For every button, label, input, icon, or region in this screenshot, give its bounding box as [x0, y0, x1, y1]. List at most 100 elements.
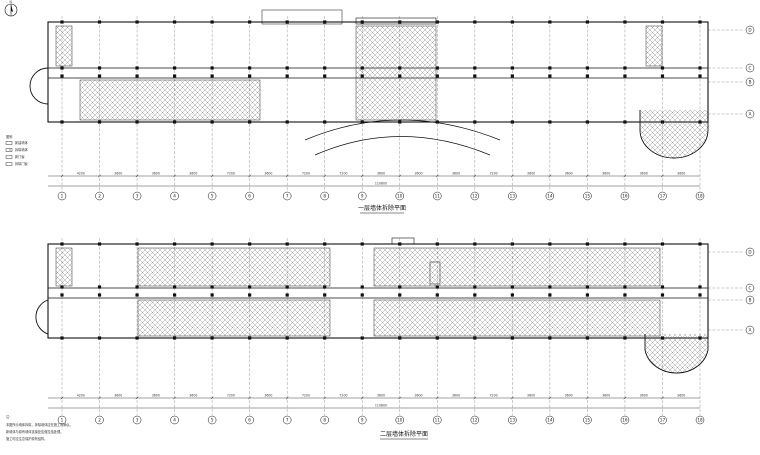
structural-column: [172, 285, 177, 289]
structural-column: [248, 66, 252, 70]
structural-column: [97, 66, 102, 70]
axis-label: 18: [697, 418, 703, 423]
dimension-value: 3600: [264, 394, 272, 398]
structural-column: [585, 285, 590, 289]
structural-column: [248, 242, 252, 246]
axis-label: 3: [136, 418, 139, 423]
structural-column: [97, 120, 102, 124]
dimension-value: 3600: [602, 172, 610, 176]
structural-column: [323, 74, 327, 78]
axis-label: 10: [397, 418, 403, 423]
structural-column: [473, 293, 477, 297]
axis-bubble: [132, 191, 142, 201]
structural-column: [60, 120, 64, 124]
dimension-value: 3600: [264, 172, 272, 176]
row-axis-label: D: [748, 28, 751, 33]
dimension-value: 3600: [189, 172, 197, 176]
structural-column: [435, 285, 439, 289]
axis-bubble: [470, 191, 480, 201]
plan2-title: 二层墙体拆除平面: [380, 430, 428, 438]
structural-column: [698, 285, 702, 289]
structural-column: [435, 74, 439, 78]
row-axis-label: C: [749, 66, 752, 71]
structural-column: [285, 293, 289, 297]
plan2-hatch-zone: [55, 247, 73, 287]
structural-column: [510, 74, 514, 78]
axis-label: 8: [323, 194, 326, 199]
axis-bubble: [583, 191, 592, 201]
structural-column: [97, 285, 102, 289]
axis-bubble: [245, 415, 254, 425]
dimension-value: 3600: [414, 172, 422, 176]
row-axis-label: B: [749, 80, 752, 85]
axis-bubble: [620, 191, 630, 201]
structural-column: [360, 66, 364, 70]
structural-column: [210, 242, 214, 246]
structural-column: [97, 20, 102, 24]
axis-bubble: [357, 415, 367, 425]
dimension-value: 4200: [77, 394, 85, 398]
structural-column: [623, 242, 627, 246]
row-axis-bubble: [745, 77, 755, 87]
structural-column: [210, 120, 214, 124]
structural-column: [135, 242, 139, 246]
axis-label: 15: [585, 194, 591, 199]
dimension-value: 3600: [152, 394, 160, 398]
axis-bubble: [282, 415, 292, 425]
axis-label: 4: [173, 194, 176, 199]
structural-column: [510, 293, 514, 297]
structural-column: [510, 120, 514, 124]
structural-column: [398, 66, 402, 70]
structural-column: [585, 293, 590, 297]
structural-column: [398, 242, 402, 246]
row-axis-label: A: [749, 112, 752, 117]
axis-label: 17: [660, 418, 666, 423]
structural-column: [97, 242, 102, 246]
structural-column: [323, 285, 327, 289]
legend-title: 图例: [6, 134, 12, 139]
dimension-value: 3600: [565, 172, 573, 176]
north-arrow-icon: [4, 3, 18, 17]
total-dimension: 110800: [375, 182, 387, 186]
structural-column: [285, 66, 289, 70]
axis-label: 17: [660, 194, 666, 199]
dimension-value: 3600: [527, 172, 535, 176]
axis-bubble: [658, 191, 667, 201]
axis-label: 14: [547, 194, 553, 199]
structural-column: [660, 74, 665, 78]
plan2-hatch-zone: [373, 299, 661, 337]
structural-column: [210, 293, 214, 297]
plan-first-floor: [29, 9, 709, 159]
dimension-value: 7200: [490, 172, 498, 176]
structural-column: [172, 66, 177, 70]
axis-bubble: [620, 415, 630, 425]
axis-label: 9: [361, 418, 364, 423]
structural-column: [97, 293, 102, 297]
axis-label: 3: [136, 194, 139, 199]
axis-label: 1: [61, 418, 64, 423]
structural-column: [398, 74, 402, 78]
north-label: N: [10, 0, 13, 4]
dimension-value: 3600: [114, 394, 122, 398]
structural-column: [623, 66, 627, 70]
dimension-value: 7200: [227, 394, 235, 398]
structural-column: [360, 336, 364, 340]
dimension-value: 7200: [227, 172, 235, 176]
legend-swatch: [5, 162, 13, 166]
axis-label: 1: [61, 194, 64, 199]
axis-bubble: [695, 191, 705, 201]
structural-column: [623, 336, 627, 340]
plan1-building-outline: [47, 21, 709, 123]
dimension-value: 7200: [339, 394, 347, 398]
plan2-building-outline: [47, 243, 709, 339]
structural-column: [510, 336, 514, 340]
structural-column: [510, 242, 514, 246]
row-axis-bubble: [745, 325, 755, 335]
structural-column: [698, 336, 702, 340]
axis-bubble: [395, 191, 405, 201]
axis-label: 16: [622, 418, 628, 423]
notes-block: 注： 本图所示墙体拆除，拆除墙体应在施工前确认。 新墙体与原有墙体连接处应做拉结…: [6, 414, 73, 441]
axis-bubble: [695, 415, 705, 425]
